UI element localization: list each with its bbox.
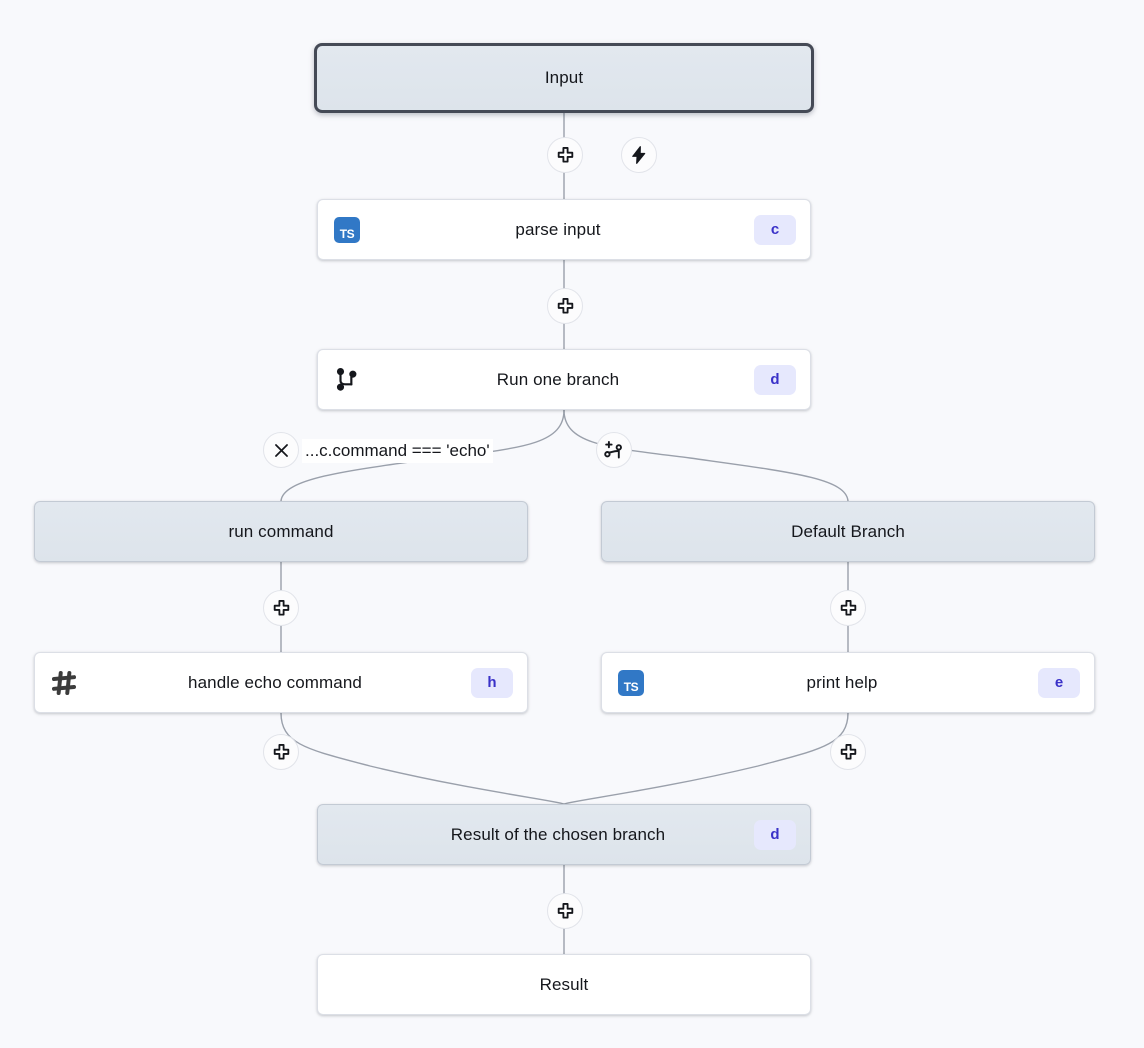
delete-branch-button[interactable]: [263, 432, 299, 468]
edge-handle-to-result[interactable]: [280, 712, 565, 805]
handle-echo-command-node[interactable]: handle echo command h: [34, 652, 528, 713]
print-help-node[interactable]: TS print help e: [601, 652, 1095, 713]
node-title: print help: [806, 672, 878, 692]
add-step-button-parse-to-branch[interactable]: [547, 288, 583, 324]
branch-condition-label[interactable]: ...c.command === 'echo': [302, 439, 493, 463]
hash-icon: [51, 670, 77, 695]
default-branch-node[interactable]: Default Branch: [601, 501, 1095, 562]
add-step-button-default-branch[interactable]: [830, 590, 866, 626]
result-node[interactable]: Result: [317, 954, 811, 1015]
plus-icon: [840, 743, 856, 760]
close-icon: [274, 443, 288, 457]
add-step-button-result[interactable]: [547, 893, 583, 929]
shortcut-badge[interactable]: c: [754, 214, 796, 245]
result-of-chosen-branch-node[interactable]: Result of the chosen branch d: [317, 804, 811, 865]
node-title: Input: [544, 68, 584, 87]
node-icon-slot: [49, 668, 79, 698]
shortcut-badge[interactable]: e: [1038, 667, 1080, 698]
run-command-branch-node[interactable]: run command: [34, 501, 528, 562]
git-branch-plus-icon: [604, 440, 622, 459]
add-step-button-print-help[interactable]: [830, 734, 866, 770]
parse-input-node[interactable]: TS parse input c: [317, 199, 811, 260]
node-title: handle echo command: [188, 672, 362, 692]
edge-print-to-result[interactable]: [563, 712, 849, 805]
node-title: Run one branch: [496, 369, 620, 389]
add-step-button-run-command[interactable]: [263, 590, 299, 626]
plus-icon: [557, 146, 573, 163]
git-branch-icon: [336, 367, 357, 391]
add-step-button-input-to-parse[interactable]: [547, 137, 583, 173]
node-title: parse input: [515, 219, 601, 239]
plus-icon: [557, 297, 573, 314]
typescript-icon: TS: [618, 669, 644, 696]
shortcut-badge[interactable]: d: [754, 819, 796, 850]
node-title: Result: [539, 974, 589, 994]
plus-icon: [840, 599, 856, 616]
shortcut-badge[interactable]: d: [754, 364, 796, 395]
node-title: run command: [228, 521, 334, 541]
trigger-button[interactable]: [621, 137, 657, 173]
lightning-icon: [632, 146, 646, 164]
node-title: Default Branch: [791, 521, 905, 541]
plus-icon: [273, 599, 289, 616]
node-icon-slot: TS: [332, 215, 362, 245]
plus-icon: [273, 743, 289, 760]
shortcut-badge[interactable]: h: [471, 667, 513, 698]
plus-icon: [557, 902, 573, 919]
input-node[interactable]: Input: [314, 43, 814, 113]
node-icon-slot: [332, 365, 362, 395]
run-one-branch-node[interactable]: Run one branch d: [317, 349, 811, 410]
node-icon-slot: TS: [616, 668, 646, 698]
add-step-button-handle-echo[interactable]: [263, 734, 299, 770]
add-branch-button[interactable]: [596, 432, 632, 468]
typescript-icon: TS: [334, 216, 360, 243]
node-title: Result of the chosen branch: [450, 824, 666, 844]
